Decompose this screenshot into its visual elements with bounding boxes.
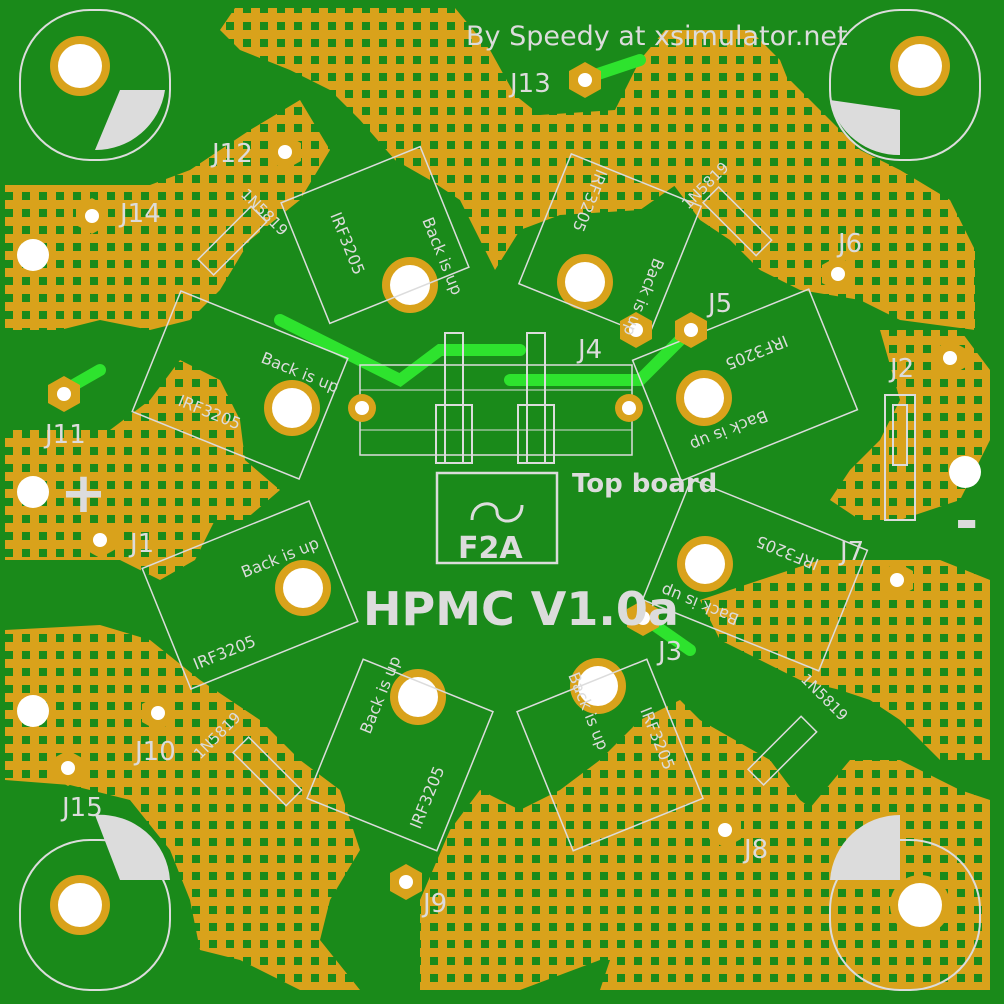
mosfet-pad bbox=[264, 380, 320, 436]
mount-gray-top-left bbox=[95, 90, 165, 151]
diode-outline bbox=[196, 205, 268, 277]
mount-hole-bottom-right bbox=[898, 883, 942, 927]
connector-pads bbox=[48, 62, 966, 900]
j5b-pad bbox=[620, 312, 652, 348]
edge-hole bbox=[17, 476, 49, 508]
diode-outline bbox=[746, 715, 818, 787]
mosfet-pad bbox=[275, 560, 331, 616]
mount-bottom-right bbox=[829, 814, 981, 991]
plus-symbol: + bbox=[60, 461, 107, 526]
mount-gray-top-right bbox=[830, 100, 900, 156]
diode-outline bbox=[231, 735, 303, 807]
corner-mounts bbox=[19, 9, 981, 991]
mount-hole-top-right bbox=[898, 44, 942, 88]
j11-pad bbox=[48, 376, 80, 412]
label-j2: J2 bbox=[888, 354, 914, 384]
j2-pad bbox=[934, 340, 966, 376]
trace-j5-to-center bbox=[504, 324, 696, 386]
mosfet-pad bbox=[382, 257, 438, 313]
top-board-label: Top board bbox=[572, 469, 717, 499]
copper-left-lower bbox=[5, 625, 360, 990]
mount-outline-top-right bbox=[829, 9, 981, 161]
mosfet-outline bbox=[306, 658, 494, 852]
mount-top-left bbox=[19, 9, 171, 161]
trace-left-to-j4 bbox=[274, 314, 526, 388]
diode-outlines bbox=[196, 185, 818, 807]
fuse-symbol bbox=[470, 502, 524, 523]
edge-hole bbox=[17, 695, 49, 727]
mount-outline-top-left bbox=[19, 9, 171, 161]
fuse-body bbox=[435, 471, 559, 565]
mount-gray-bottom-right bbox=[830, 814, 900, 880]
label-j12: J12 bbox=[210, 139, 253, 169]
j14-pad bbox=[76, 198, 108, 234]
mount-outline-bottom-left bbox=[19, 839, 171, 991]
j1-pad bbox=[84, 522, 116, 558]
j7-pad bbox=[881, 562, 913, 598]
label-j14: J14 bbox=[118, 199, 161, 229]
mosfet-outline bbox=[631, 288, 859, 482]
edge-hole bbox=[17, 239, 49, 271]
label-j15: J15 bbox=[60, 793, 103, 823]
copper-top-center bbox=[220, 8, 800, 270]
label-j4: J4 bbox=[576, 335, 602, 365]
center-connector bbox=[348, 332, 643, 565]
fuse-label: F2A bbox=[458, 531, 523, 566]
label-j5: J5 bbox=[706, 289, 732, 319]
edge-holes bbox=[17, 239, 981, 727]
j9-pad bbox=[390, 864, 422, 900]
mosfet-outline bbox=[517, 152, 703, 338]
edge-hole bbox=[949, 456, 981, 488]
j2-connector bbox=[884, 394, 916, 521]
copper-left-upper bbox=[5, 100, 330, 330]
copper-top-right bbox=[660, 70, 975, 330]
label-j8: J8 bbox=[742, 835, 768, 865]
label-j1: J1 bbox=[128, 529, 154, 559]
label-j13: J13 bbox=[508, 69, 551, 99]
minus-symbol: - bbox=[955, 489, 978, 554]
label-j3: J3 bbox=[656, 637, 682, 667]
mosfet-pad bbox=[390, 669, 446, 725]
j8-pad bbox=[709, 812, 741, 848]
board-title: HPMC V1.0a bbox=[363, 582, 679, 636]
j10-pad bbox=[142, 695, 174, 731]
mosfet-pad bbox=[676, 370, 732, 426]
j3-pad bbox=[627, 600, 659, 636]
mount-hole-top-left bbox=[58, 44, 102, 88]
label-j10: J10 bbox=[133, 737, 176, 767]
mount-gray-bottom-left bbox=[95, 814, 170, 880]
copper-left-middle bbox=[5, 360, 280, 580]
mosfet-outline bbox=[280, 145, 470, 325]
mosfet-pad bbox=[557, 254, 613, 310]
label-j11: J11 bbox=[43, 420, 86, 450]
mosfet-outline bbox=[516, 658, 704, 852]
j5-pad bbox=[675, 312, 707, 348]
mount-hole-bottom-left bbox=[58, 883, 102, 927]
label-j9: J9 bbox=[421, 889, 447, 919]
mount-bottom-left bbox=[19, 814, 171, 991]
credit-text: By Speedy at xsimulator.net bbox=[466, 21, 848, 52]
j6-pad bbox=[822, 256, 854, 292]
mosfet-outline bbox=[141, 500, 359, 690]
j13-pad bbox=[569, 62, 601, 98]
copper-right-lower bbox=[700, 560, 990, 760]
mosfet-pad bbox=[677, 536, 733, 592]
mount-outline-bottom-right bbox=[829, 839, 981, 991]
j12-pad bbox=[269, 134, 301, 170]
mosfet-pad bbox=[570, 658, 626, 714]
j15-pad bbox=[52, 750, 84, 786]
mosfet-outline bbox=[131, 290, 349, 480]
diode-outline bbox=[701, 185, 773, 257]
mosfet-pads bbox=[264, 254, 733, 725]
label-j6: J6 bbox=[836, 229, 862, 259]
label-j7: J7 bbox=[838, 537, 864, 567]
traces bbox=[59, 54, 696, 656]
mosfet-outline bbox=[641, 478, 869, 672]
mosfet-outlines bbox=[131, 145, 869, 852]
mount-top-right bbox=[829, 9, 981, 161]
